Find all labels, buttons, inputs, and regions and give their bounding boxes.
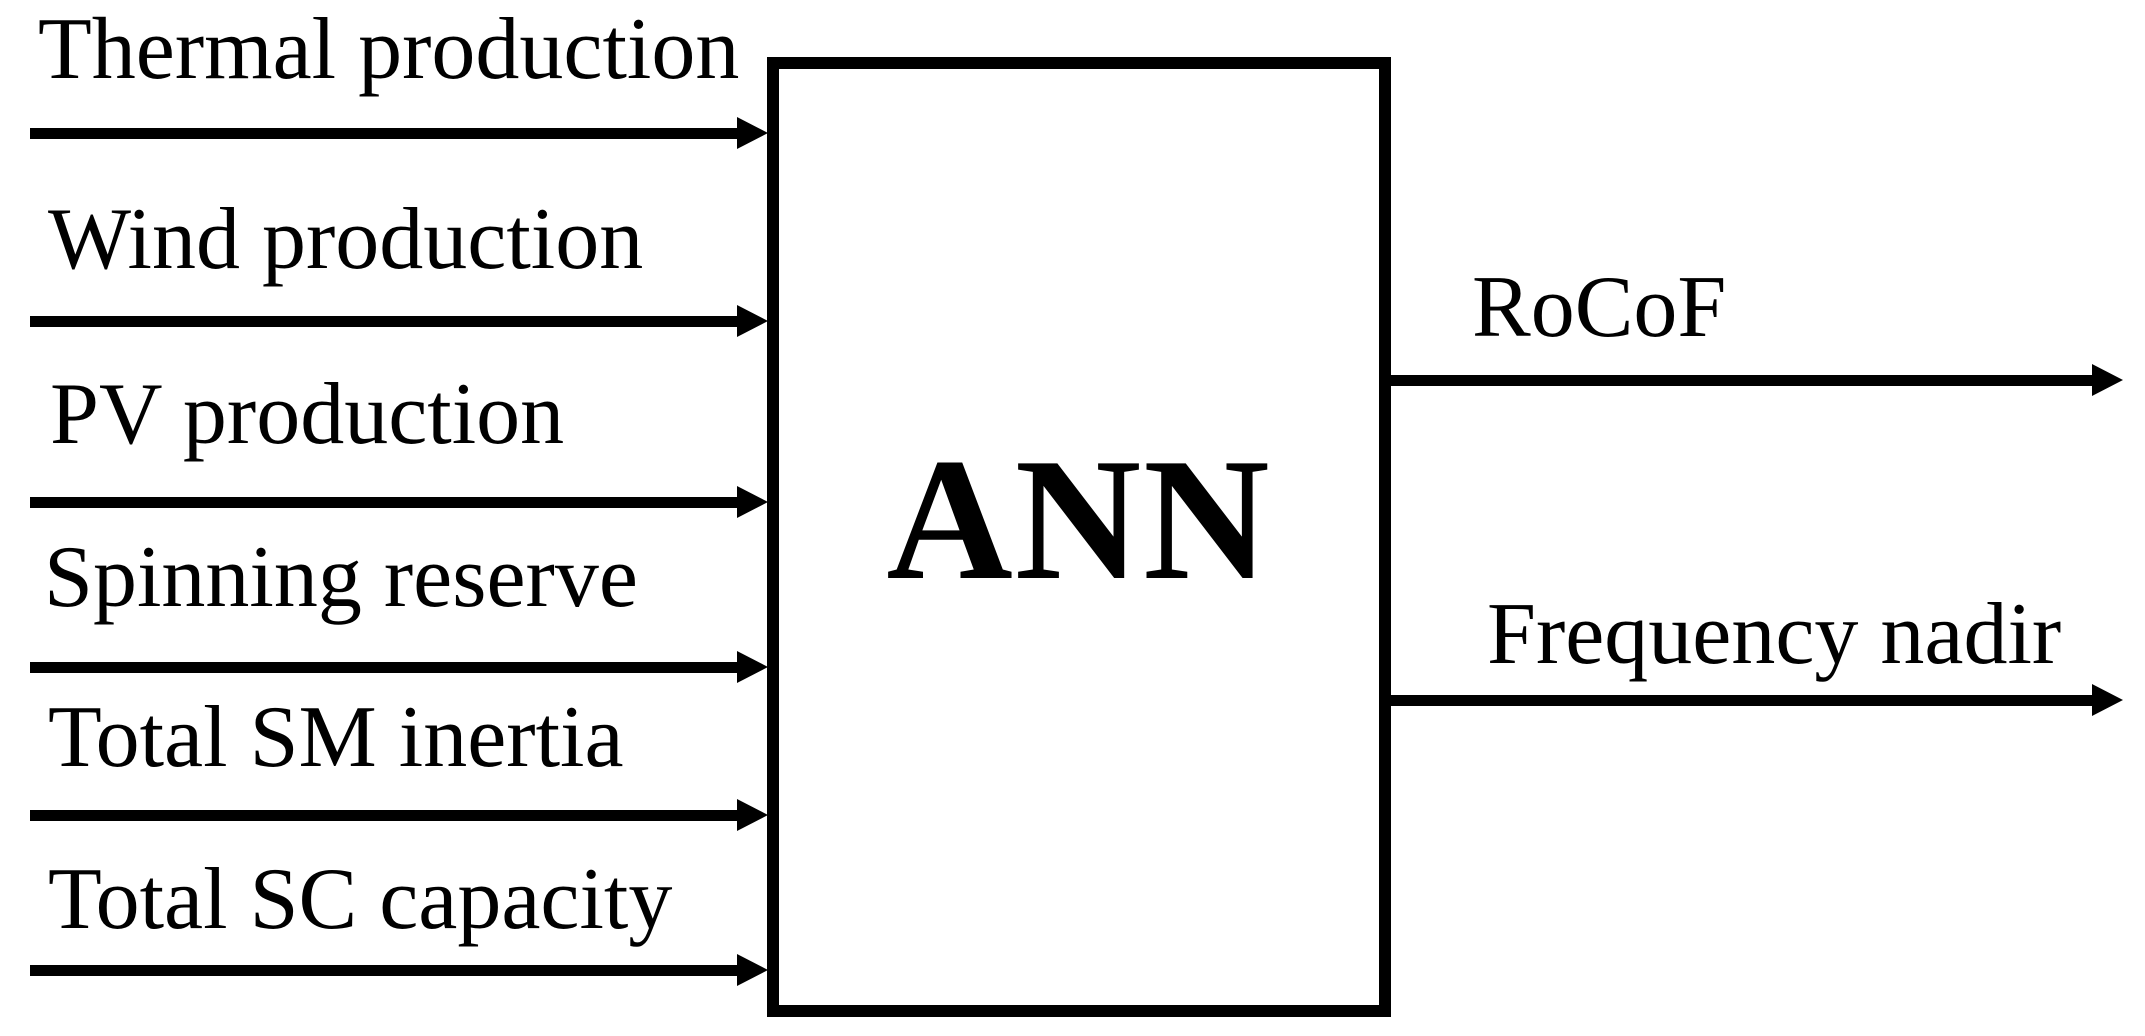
arrow-shaft (1391, 374, 2093, 386)
arrowhead-right-icon (737, 117, 768, 149)
arrowhead-right-icon (2092, 684, 2123, 716)
arrow-shaft (1391, 694, 2093, 706)
input-label-spinning-reserve: Spinning reserve (44, 529, 638, 626)
arrow-shaft (30, 315, 738, 327)
arrowhead-right-icon (2092, 364, 2123, 396)
arrow-shaft (30, 661, 738, 673)
arrow-shaft (30, 964, 738, 976)
input-label-total-sm-inertia: Total SM inertia (48, 689, 624, 786)
input-label-total-sc-capacity: Total SC capacity (48, 851, 673, 948)
input-arrow-pv-production (30, 486, 768, 518)
input-arrow-wind-production (30, 305, 768, 337)
input-label-pv-production: PV production (50, 366, 565, 463)
ann-block (767, 57, 1391, 1017)
arrowhead-right-icon (737, 954, 768, 986)
arrowhead-right-icon (737, 799, 768, 831)
arrow-shaft (30, 127, 738, 139)
ann-block-label: ANN (886, 422, 1272, 616)
input-arrow-spinning-reserve (30, 651, 768, 683)
input-label-thermal-production: Thermal production (38, 1, 740, 98)
arrowhead-right-icon (737, 486, 768, 518)
input-arrow-total-sm-inertia (30, 799, 768, 831)
arrowhead-right-icon (737, 305, 768, 337)
input-arrow-thermal-production (30, 117, 768, 149)
output-arrow-frequency-nadir (1391, 684, 2123, 716)
input-label-wind-production: Wind production (48, 191, 644, 288)
output-label-rocof: RoCoF (1472, 259, 1727, 356)
arrowhead-right-icon (737, 651, 768, 683)
output-label-frequency-nadir: Frequency nadir (1487, 586, 2062, 683)
output-arrow-rocof (1391, 364, 2123, 396)
arrow-shaft (30, 809, 738, 821)
input-arrow-total-sc-capacity (30, 954, 768, 986)
arrow-shaft (30, 496, 738, 508)
